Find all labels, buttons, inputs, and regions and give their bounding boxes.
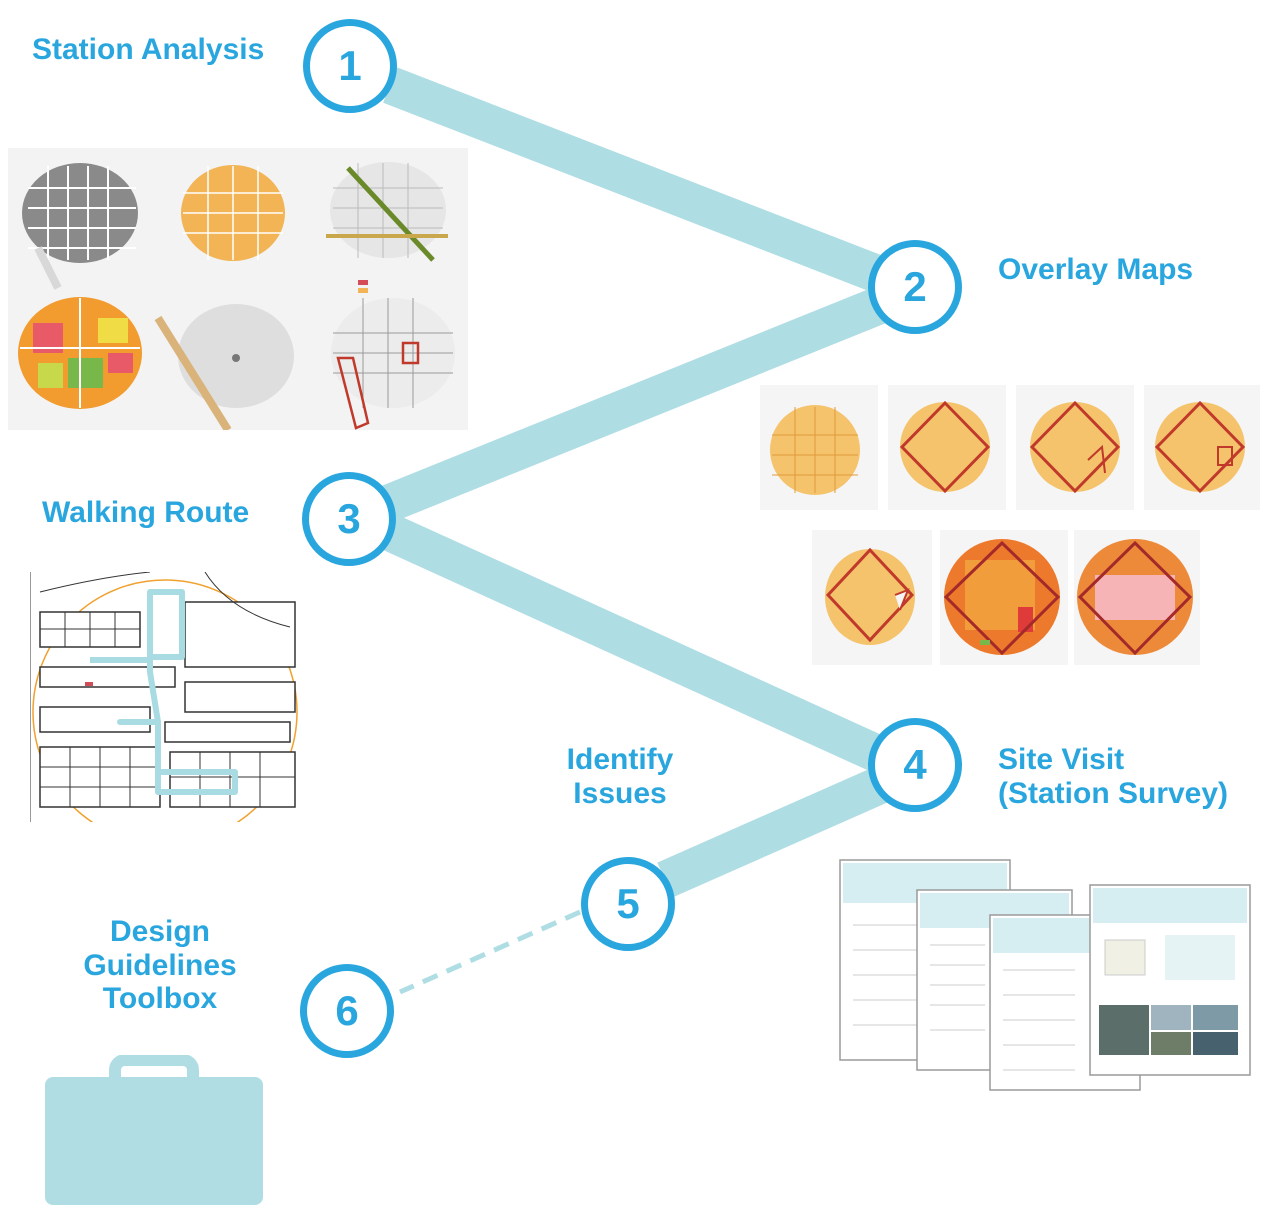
overlay-map-3 (1016, 385, 1134, 510)
path-segment-4-5 (657, 767, 888, 898)
analysis-map-light (154, 304, 294, 430)
step-5-label: Identify Issues (560, 743, 680, 810)
overlay-map-4 (1144, 385, 1260, 510)
overlay-map-2 (888, 385, 1006, 510)
analysis-map-landuse (18, 297, 142, 409)
walking-route-line (90, 589, 238, 795)
step-5-circle: 5 (581, 857, 675, 951)
walking-route-map (30, 572, 305, 822)
step-4-circle: 4 (868, 718, 962, 812)
step-6-label-line-3: Toolbox (102, 982, 218, 1016)
step-5-label-line-2: Issues (573, 776, 667, 810)
step-6-label-line-2: Guidelines (83, 948, 237, 982)
path-segment-3-4 (377, 512, 888, 773)
step-2-circle: 2 (868, 240, 962, 334)
step-6-label: Design Guidelines Toolbox (60, 915, 260, 1016)
path-segment-2-3 (377, 287, 888, 523)
overlay-maps (760, 385, 1260, 665)
step-2-label: Overlay Maps (998, 253, 1194, 286)
analysis-map-orange (181, 165, 285, 261)
analysis-map-transit (326, 162, 448, 293)
step-4-label: Site Visit (Station Survey) (998, 743, 1228, 810)
analysis-map-redlines (331, 298, 455, 430)
dashed-connector-5-6 (398, 909, 582, 995)
step-1-circle: 1 (303, 19, 397, 113)
step-5-label-line-1: Identify (566, 743, 674, 776)
toolbox-icon (45, 1055, 263, 1205)
step-6-label-line-1: Design (109, 915, 211, 948)
step-1-label: Station Analysis (32, 33, 265, 66)
station-analysis-maps (8, 148, 468, 430)
step-4-label-line-2: (Station Survey) (998, 776, 1229, 810)
survey-page-4 (1089, 884, 1251, 1076)
step-3-label: Walking Route (42, 496, 250, 529)
survey-documents (839, 859, 1251, 1091)
overlay-map-7 (1074, 530, 1200, 665)
path-segment-1-2 (383, 67, 887, 293)
step-4-label-line-1: Site Visit (998, 743, 1125, 776)
analysis-map-grey (22, 163, 138, 290)
overlay-map-6 (940, 530, 1068, 665)
step-6-circle: 6 (300, 964, 394, 1058)
step-3-circle: 3 (302, 472, 396, 566)
overlay-map-1 (760, 385, 878, 510)
overlay-map-5 (812, 530, 932, 665)
